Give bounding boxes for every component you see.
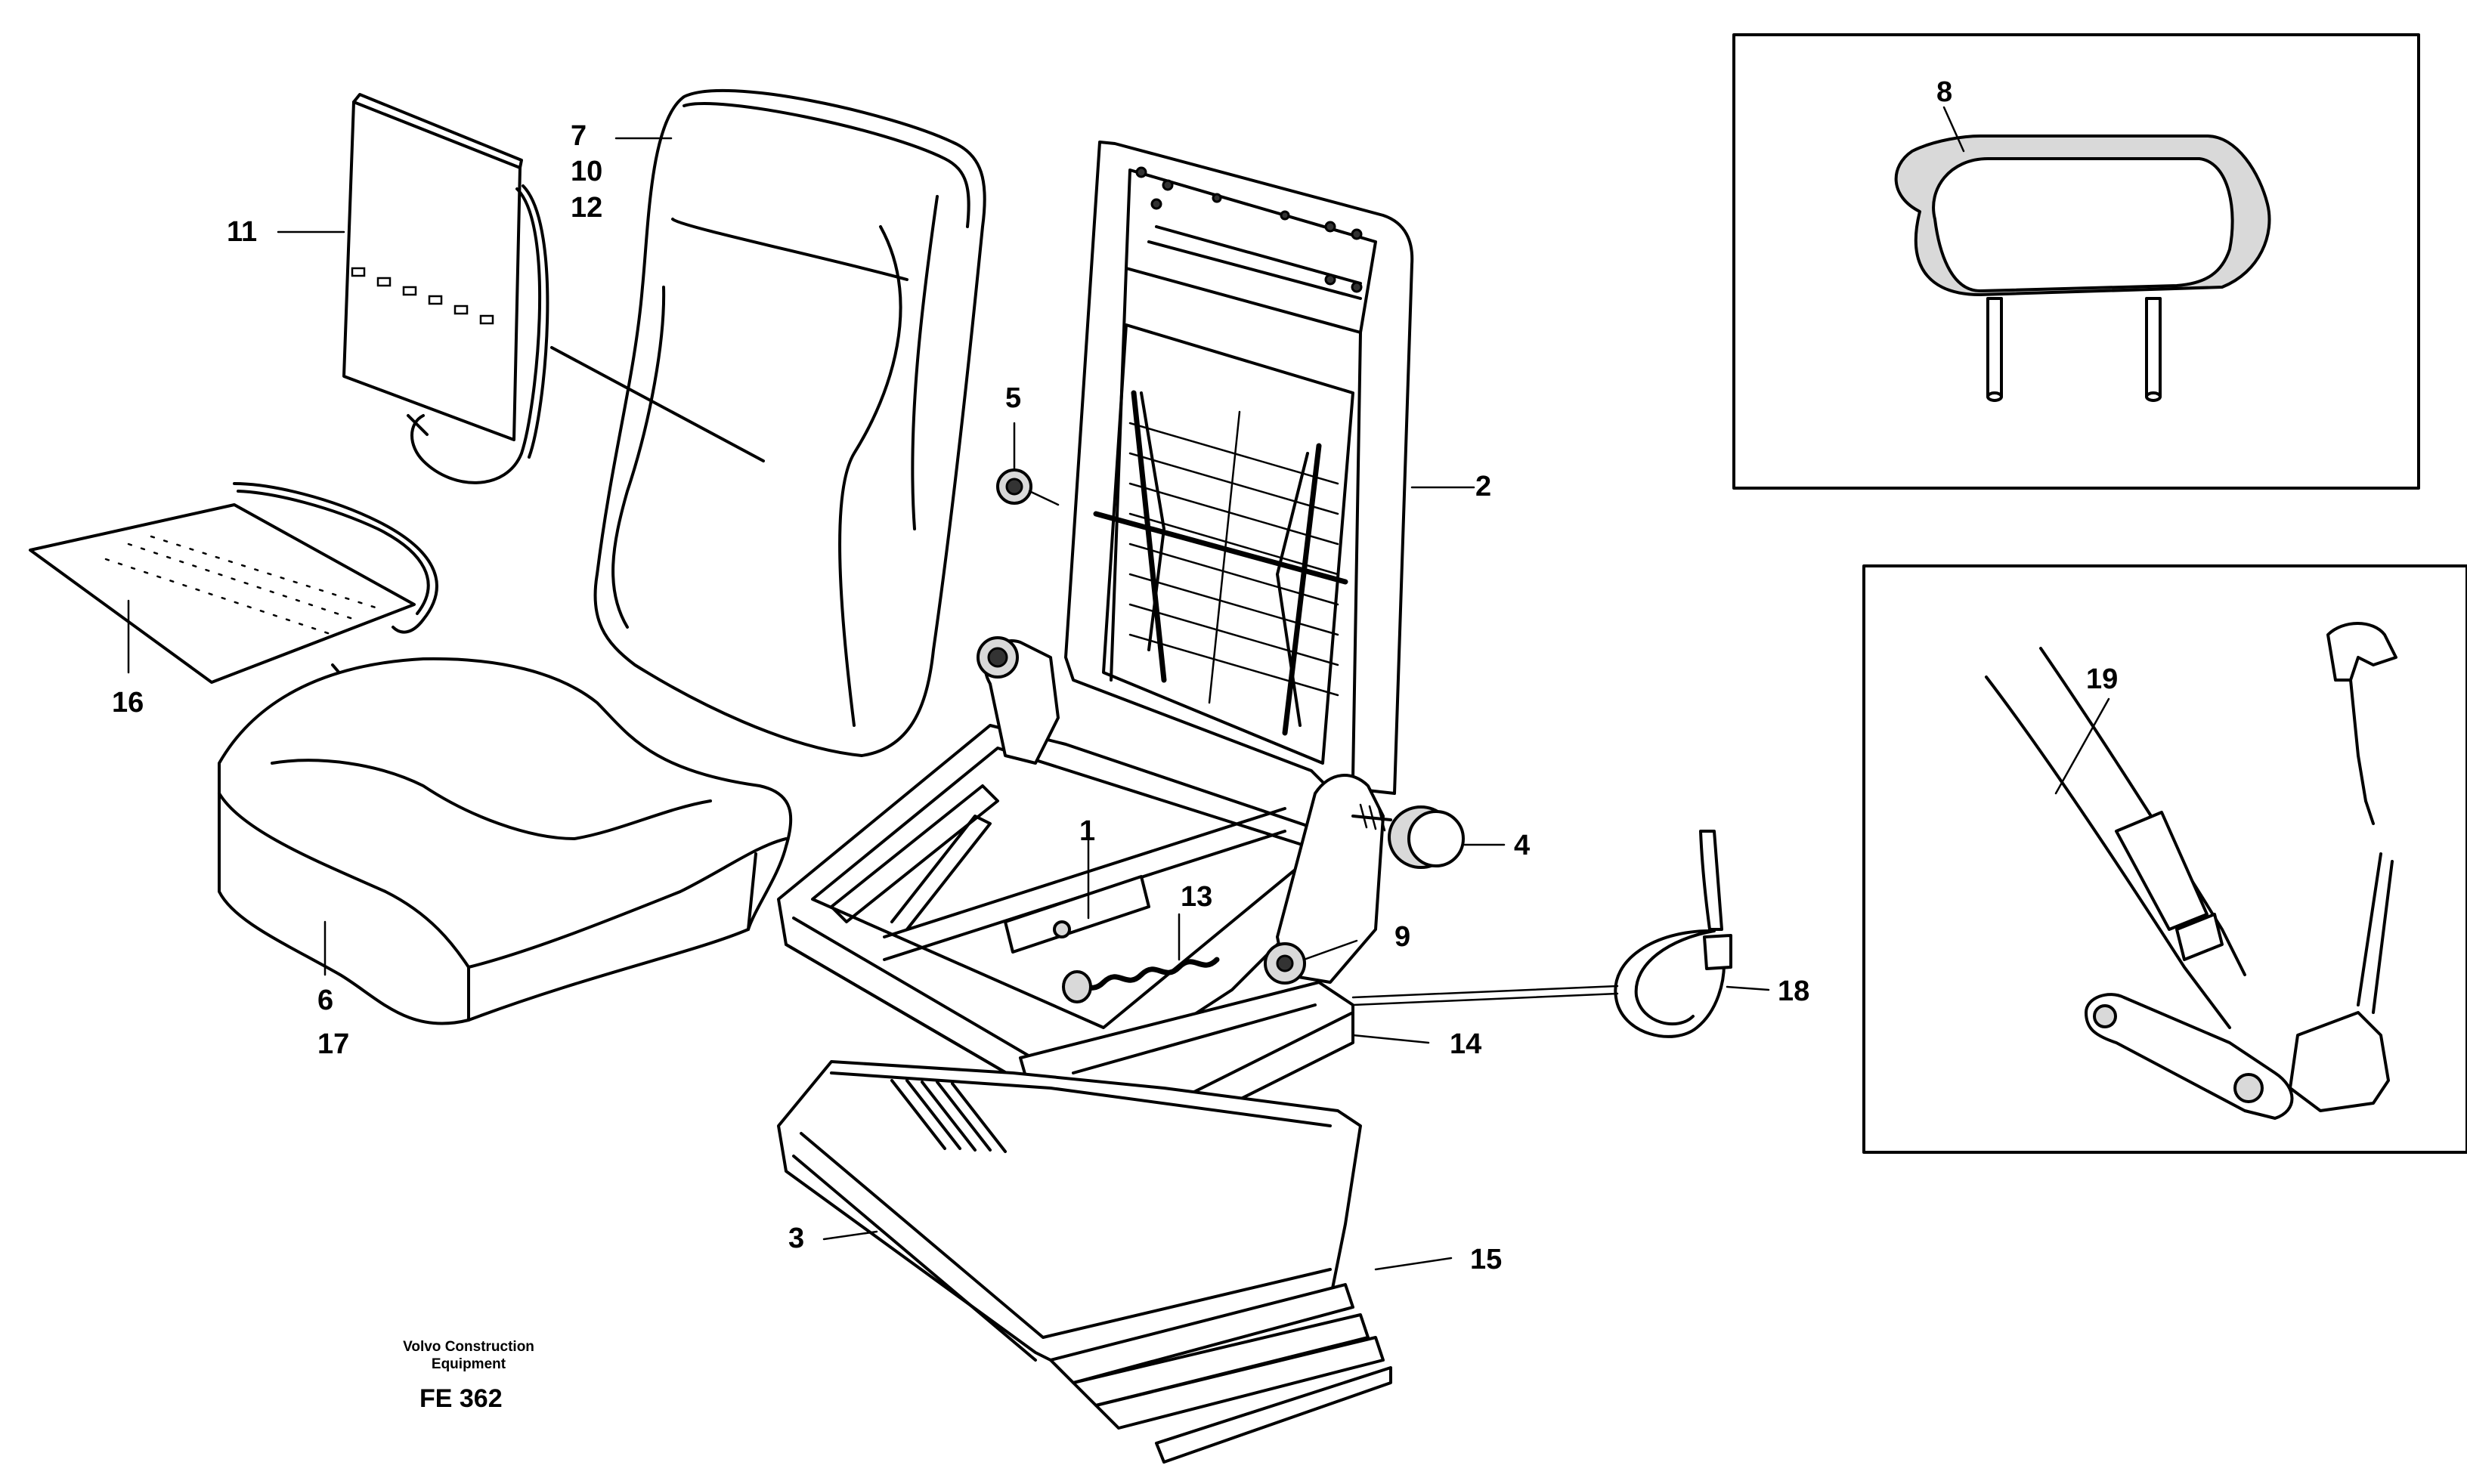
callout-19: 19 xyxy=(2086,663,2119,695)
part-5-knob xyxy=(996,422,1060,506)
part-3-suspension-base xyxy=(777,1060,1453,1464)
callout-8: 8 xyxy=(1936,76,1953,108)
inset-seat-belt xyxy=(1862,564,2467,1154)
brand-line-2: Equipment xyxy=(431,1356,506,1372)
callout-17: 17 xyxy=(317,1028,350,1060)
callout-16: 16 xyxy=(112,687,144,719)
callout-7: 7 xyxy=(571,120,587,152)
callout-12: 12 xyxy=(571,192,603,224)
callout-6: 6 xyxy=(317,985,334,1016)
figure-code: FE 362 xyxy=(419,1384,503,1413)
brand-line-1: Volvo Construction xyxy=(403,1339,534,1355)
callout-10: 10 xyxy=(571,156,603,187)
callout-14: 14 xyxy=(1450,1028,1482,1060)
callout-18: 18 xyxy=(1778,975,1810,1007)
callout-3: 3 xyxy=(788,1223,805,1254)
inset-headrest xyxy=(1732,33,2420,490)
seat-pan-assembly xyxy=(777,636,1385,1112)
callout-4: 4 xyxy=(1514,830,1531,861)
part-11-back-heating-pad xyxy=(342,93,549,484)
callout-1: 1 xyxy=(1079,815,1096,847)
leader-lines xyxy=(127,137,673,976)
callout-9: 9 xyxy=(1394,921,1411,953)
callout-15: 15 xyxy=(1470,1244,1503,1275)
part-18-cable-tie xyxy=(1351,830,1770,1038)
part-6-seat-cushion xyxy=(218,657,793,1025)
callout-5: 5 xyxy=(1005,382,1022,414)
callout-13: 13 xyxy=(1181,881,1213,913)
part-7-backrest-cushion xyxy=(550,88,986,757)
part-4-large-knob xyxy=(1351,803,1506,869)
callout-2: 2 xyxy=(1475,471,1492,502)
part-2-backrest-frame xyxy=(1064,141,1475,795)
callout-11: 11 xyxy=(227,216,258,248)
